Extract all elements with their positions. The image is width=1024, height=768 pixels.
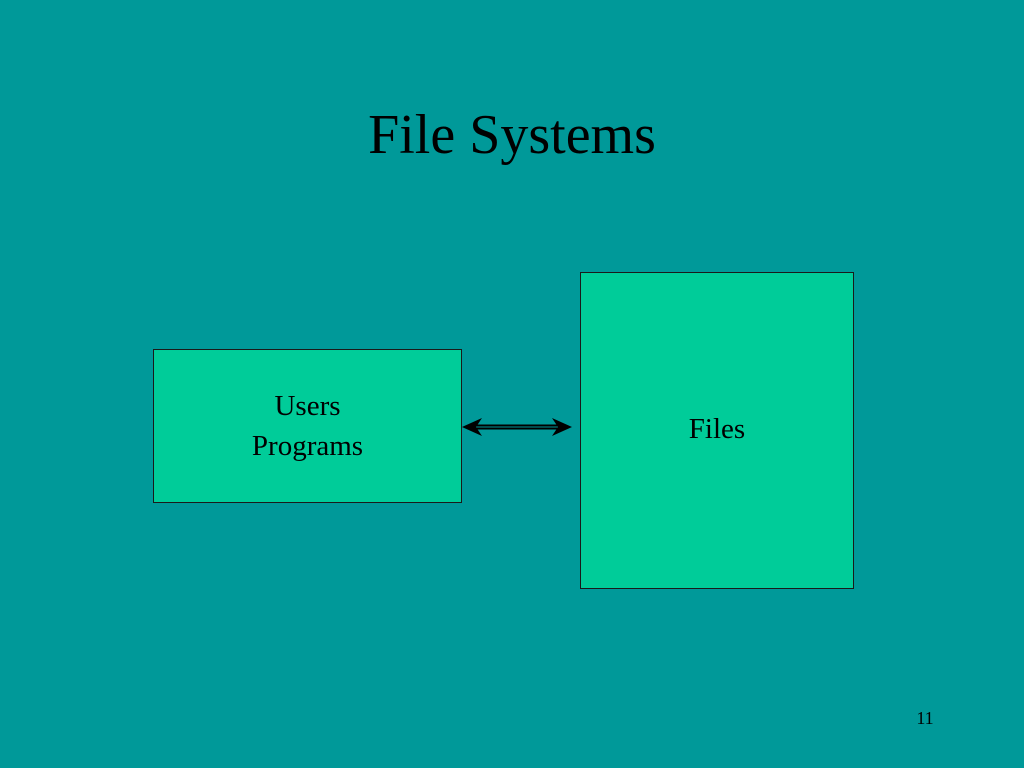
- arrow-head-right: [552, 418, 572, 436]
- files-label: Files: [688, 412, 746, 445]
- page-number: 11: [916, 708, 934, 728]
- files-box: Files: [580, 272, 854, 589]
- programs-label: Programs: [251, 430, 364, 462]
- slide-title: File Systems: [368, 104, 656, 166]
- arrow-head-left: [462, 418, 482, 436]
- users-label: Users: [274, 390, 341, 422]
- double-headed-arrow: [462, 418, 572, 436]
- users-programs-box: Users Programs: [153, 349, 462, 503]
